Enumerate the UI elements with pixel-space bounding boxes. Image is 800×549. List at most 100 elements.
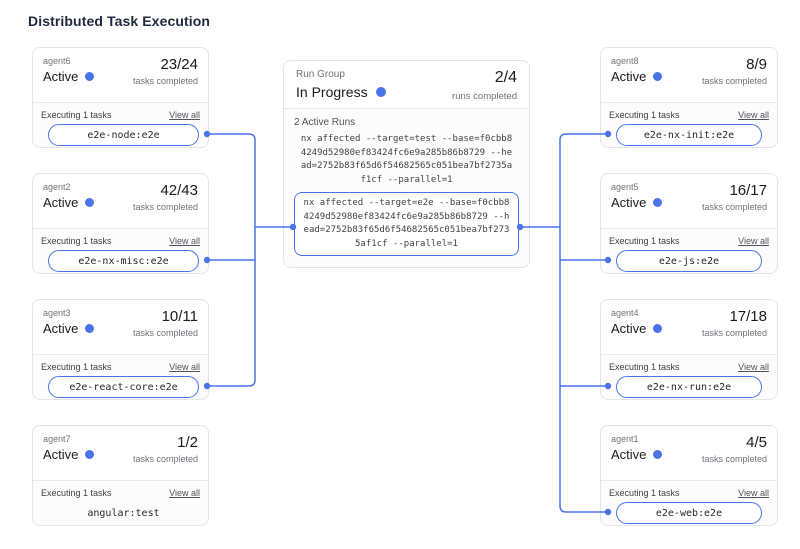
task-count: 42/43 [160,182,198,199]
agent-identity: agent4 Active [611,308,663,354]
agent-status-label: Active [43,321,79,336]
task-label[interactable]: angular:test [87,507,160,519]
status-dot-icon [85,324,95,333]
executing-label: Executing 1 tasks [609,236,680,246]
agent-status-label: Active [43,195,79,210]
status-dot-icon [653,198,663,207]
agent-status: Active [611,195,663,210]
run-group-card: Run Group In Progress 2/4 runs completed… [283,60,530,268]
task-count: 16/17 [729,182,767,199]
status-dot-icon [653,324,663,333]
run-command-active[interactable]: nx affected --target=e2e --base=f0cbb842… [294,192,519,256]
agent-card-agent3: agent3 Active 10/11 tasks completed Exec… [32,299,209,400]
agent-identity: agent5 Active [611,182,663,228]
executing-label: Executing 1 tasks [41,362,112,372]
agent-progress: 17/18 tasks completed [702,308,767,354]
executing-label: Executing 1 tasks [41,488,112,498]
task-pill[interactable]: e2e-node:e2e [48,124,199,146]
agent-card-header: agent3 Active 10/11 tasks completed [33,300,208,355]
view-all-link[interactable]: View all [738,236,769,246]
view-all-link[interactable]: View all [738,110,769,120]
agent-card-body: Executing 1 tasks View all e2e-js:e2e [601,229,777,273]
task-count-label: tasks completed [132,76,198,86]
task-count-label: tasks completed [132,454,198,464]
task-count: 10/11 [161,308,198,325]
agent-card-agent8: agent8 Active 8/9 tasks completed Execut… [600,47,778,148]
executing-label: Executing 1 tasks [41,236,112,246]
run-group-label: Run Group [296,69,345,80]
run-group-progress: 2/4 runs completed [452,69,517,108]
agent-card-header: agent5 Active 16/17 tasks completed [601,174,777,229]
status-dot-icon [375,87,386,97]
run-group-status: In Progress [296,84,386,100]
run-group-status-label: In Progress [296,84,368,100]
task-count-label: tasks completed [132,202,198,212]
agent-card-body: Executing 1 tasks View all e2e-nx-run:e2… [601,355,777,399]
agent-identity: agent1 Active [611,434,663,480]
agent-progress: 8/9 tasks completed [702,56,767,102]
executing-row: Executing 1 tasks View all [609,110,769,120]
task-pill[interactable]: e2e-react-core:e2e [48,376,199,398]
agent-name: agent4 [611,308,639,318]
agent-status-label: Active [611,447,647,462]
status-dot-icon [653,72,663,81]
page-title: Distributed Task Execution [28,13,211,29]
agent-card-agent1: agent1 Active 4/5 tasks completed Execut… [600,425,778,526]
executing-label: Executing 1 tasks [609,362,680,372]
agent-progress: 1/2 tasks completed [133,434,198,480]
executing-row: Executing 1 tasks View all [41,362,200,372]
run-group-header: Run Group In Progress 2/4 runs completed [284,61,529,109]
executing-row: Executing 1 tasks View all [609,488,769,498]
runs-count: 2/4 [494,69,517,86]
agent-name: agent6 [43,56,71,66]
agent-card-header: agent7 Active 1/2 tasks completed [33,426,208,481]
agent-card-body: Executing 1 tasks View all e2e-node:e2e [33,103,208,147]
agent-card-header: agent4 Active 17/18 tasks completed [601,300,777,355]
status-dot-icon [85,198,95,207]
executing-row: Executing 1 tasks View all [41,236,200,246]
task-count: 1/2 [177,434,198,451]
active-runs-label: 2 Active Runs [294,117,356,128]
task-pill[interactable]: e2e-web:e2e [616,502,762,524]
agent-name: agent1 [611,434,639,444]
task-count: 23/24 [160,56,198,73]
view-all-link[interactable]: View all [169,110,200,120]
task-pill[interactable]: e2e-js:e2e [616,250,762,272]
agent-status: Active [43,321,95,336]
task-count-label: tasks completed [701,328,767,338]
agent-status-label: Active [611,195,647,210]
agent-status: Active [611,69,663,84]
agent-identity: agent8 Active [611,56,663,102]
agent-status-label: Active [43,69,79,84]
task-pill[interactable]: e2e-nx-init:e2e [616,124,762,146]
status-dot-icon [85,450,95,459]
agent-card-body: Executing 1 tasks View all e2e-nx-misc:e… [33,229,208,273]
view-all-link[interactable]: View all [738,362,769,372]
agent-progress: 42/43 tasks completed [133,182,198,228]
agent-progress: 10/11 tasks completed [133,308,198,354]
runs-count-label: runs completed [452,91,517,102]
executing-row: Executing 1 tasks View all [609,236,769,246]
agent-progress: 16/17 tasks completed [702,182,767,228]
agent-identity: agent6 Active [43,56,95,102]
view-all-link[interactable]: View all [169,488,200,498]
agent-card-agent4: agent4 Active 17/18 tasks completed Exec… [600,299,778,400]
agent-status: Active [611,447,663,462]
view-all-link[interactable]: View all [738,488,769,498]
agent-card-body: Executing 1 tasks View all angular:test [33,481,208,525]
view-all-link[interactable]: View all [169,236,200,246]
task-pill[interactable]: e2e-nx-misc:e2e [48,250,199,272]
task-pill[interactable]: e2e-nx-run:e2e [616,376,762,398]
agent-card-header: agent1 Active 4/5 tasks completed [601,426,777,481]
run-group-identity: Run Group In Progress [296,69,386,108]
agent-card-agent2: agent2 Active 42/43 tasks completed Exec… [32,173,209,274]
view-all-link[interactable]: View all [169,362,200,372]
agent-identity: agent3 Active [43,308,95,354]
agent-card-body: Executing 1 tasks View all e2e-nx-init:e… [601,103,777,147]
agent-identity: agent7 Active [43,434,95,480]
task-count-label: tasks completed [132,328,198,338]
agent-card-agent7: agent7 Active 1/2 tasks completed Execut… [32,425,209,526]
agent-card-body: Executing 1 tasks View all e2e-react-cor… [33,355,208,399]
agent-status: Active [43,69,95,84]
